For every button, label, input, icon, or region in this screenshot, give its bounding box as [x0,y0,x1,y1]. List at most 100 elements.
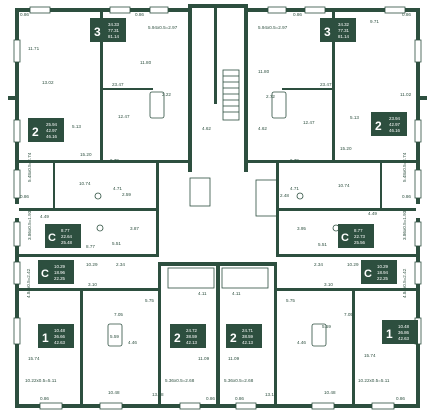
window [13,261,21,285]
partition-bath-right [282,88,332,90]
room-label: 2.59 [122,192,131,197]
room-label: 5.94x0.5=2.97 [148,25,178,30]
corridor-wall-lower-right [276,254,416,257]
window [13,221,21,247]
badge-area: 36.66 [54,334,66,339]
stair-core [167,69,279,289]
room-label: 5.13 [72,124,81,129]
room-label: 15.20 [80,152,92,157]
room-label: 3.86x0.5=1.93 [27,210,32,240]
room-label: 11.02 [400,92,412,97]
window [414,261,422,285]
room-label: 8.77 [345,242,354,247]
badge-area: 18.96 [54,270,66,275]
badge-rooms: 2 [375,119,382,133]
room-label: 5.59 [110,334,119,339]
badge-area: 81.14 [338,34,350,39]
badge-area: 77.31 [108,28,120,33]
room-label: 10.29 [347,262,359,267]
room-label: 6.79 [290,158,299,163]
room-label: 10.22x0.5=5.11 [358,378,390,383]
room-label: 2.34 [314,262,323,267]
apartment-badge: 3 34.33 77.31 81.14 [90,18,126,42]
room-label: 5.75 [145,298,154,303]
room-label: 9.71 [370,19,379,24]
badge-rooms: 3 [94,25,101,39]
toilet [296,192,304,200]
room-label: 5.36x0.5=2.68 [224,378,254,383]
room-label: 3.87 [130,226,139,231]
window [414,39,422,63]
core-wall-right [244,4,248,172]
badge-area: 46.16 [389,128,401,133]
badge-rooms: C [48,232,56,244]
window [149,6,169,14]
room-label: 10.74 [79,181,91,186]
badge-box [28,118,64,142]
badge-area: 25.56 [354,240,366,245]
room-label: 0.86 [235,396,244,401]
room-label: 0.86 [206,396,215,401]
badge-box [226,324,262,348]
bathtub [149,91,165,119]
room-label: 11.09 [228,356,240,361]
badge-area: 42.97 [46,128,58,133]
badge-rooms: 1 [42,331,49,345]
apartment-badge: C 8.77 22.73 25.56 [338,224,374,248]
badge-rooms: 2 [174,331,181,345]
room-label: 23.47 [320,82,332,87]
room-label: 13.02 [42,80,54,85]
room-label: 10.48 [324,390,336,395]
room-label: 4.46 [128,340,137,345]
badge-area: 10.29 [377,264,389,269]
badge-area: 42.97 [389,122,401,127]
apartment-badge: C 8.77 22.64 25.48 [45,224,81,248]
window [13,39,21,63]
corridor-wall-inner-left [156,160,159,256]
outer-wall-right-step [416,96,427,100]
badge-area: 24.72 [186,328,198,333]
room-label: 13.18 [152,392,164,397]
badge-area: 10.48 [54,328,66,333]
apartment-badge: 2 24.71 38.59 42.13 [226,324,262,348]
apartment-badge: 2 25.94 42.97 46.16 [28,118,64,142]
badge-area: 38.59 [242,334,254,339]
room-label: 3.10 [88,282,97,287]
corridor-wall-top-right [246,160,416,163]
room-label: 11.71 [28,46,40,51]
window [311,402,335,410]
badge-box [170,324,206,348]
partition-upper-right [332,12,335,162]
apartment-badge: C 10.29 18.94 22.25 [361,260,397,284]
room-label: 5.48x0.5=2.74 [27,152,32,182]
room-label: 4.71 [113,186,122,191]
apartment-badge: 1 10.48 36.86 42.63 [382,320,418,344]
badge-area: 36.86 [398,330,410,335]
stair-block [222,69,240,121]
room-label: 0.86 [20,194,29,199]
toilet [96,224,104,232]
outer-wall-top-right [245,8,420,12]
stair-landing [221,267,269,289]
room-label: 5.36x0.5=2.68 [165,378,195,383]
badge-area: 42.13 [242,340,254,345]
room-label: 5.48x0.5=2.74 [402,152,407,182]
badge-box [90,18,126,42]
window [414,169,422,199]
window [414,119,422,143]
room-label: 10.29 [86,262,98,267]
room-label: 4.11 [232,291,241,296]
room-label: 4.49 [40,214,49,219]
window [235,402,257,410]
badge-area: 10.48 [398,324,410,329]
window [29,6,51,14]
partition-lower-left2 [19,288,159,291]
core-wall-lower-mid [216,262,220,408]
room-label: 4.62 [258,126,267,131]
walls [8,4,427,408]
badge-area: 24.71 [242,328,254,333]
room-label: 0.86 [135,12,144,17]
room-label: 4.71 [290,186,299,191]
window [179,402,201,410]
partition-lower-right [352,290,355,405]
